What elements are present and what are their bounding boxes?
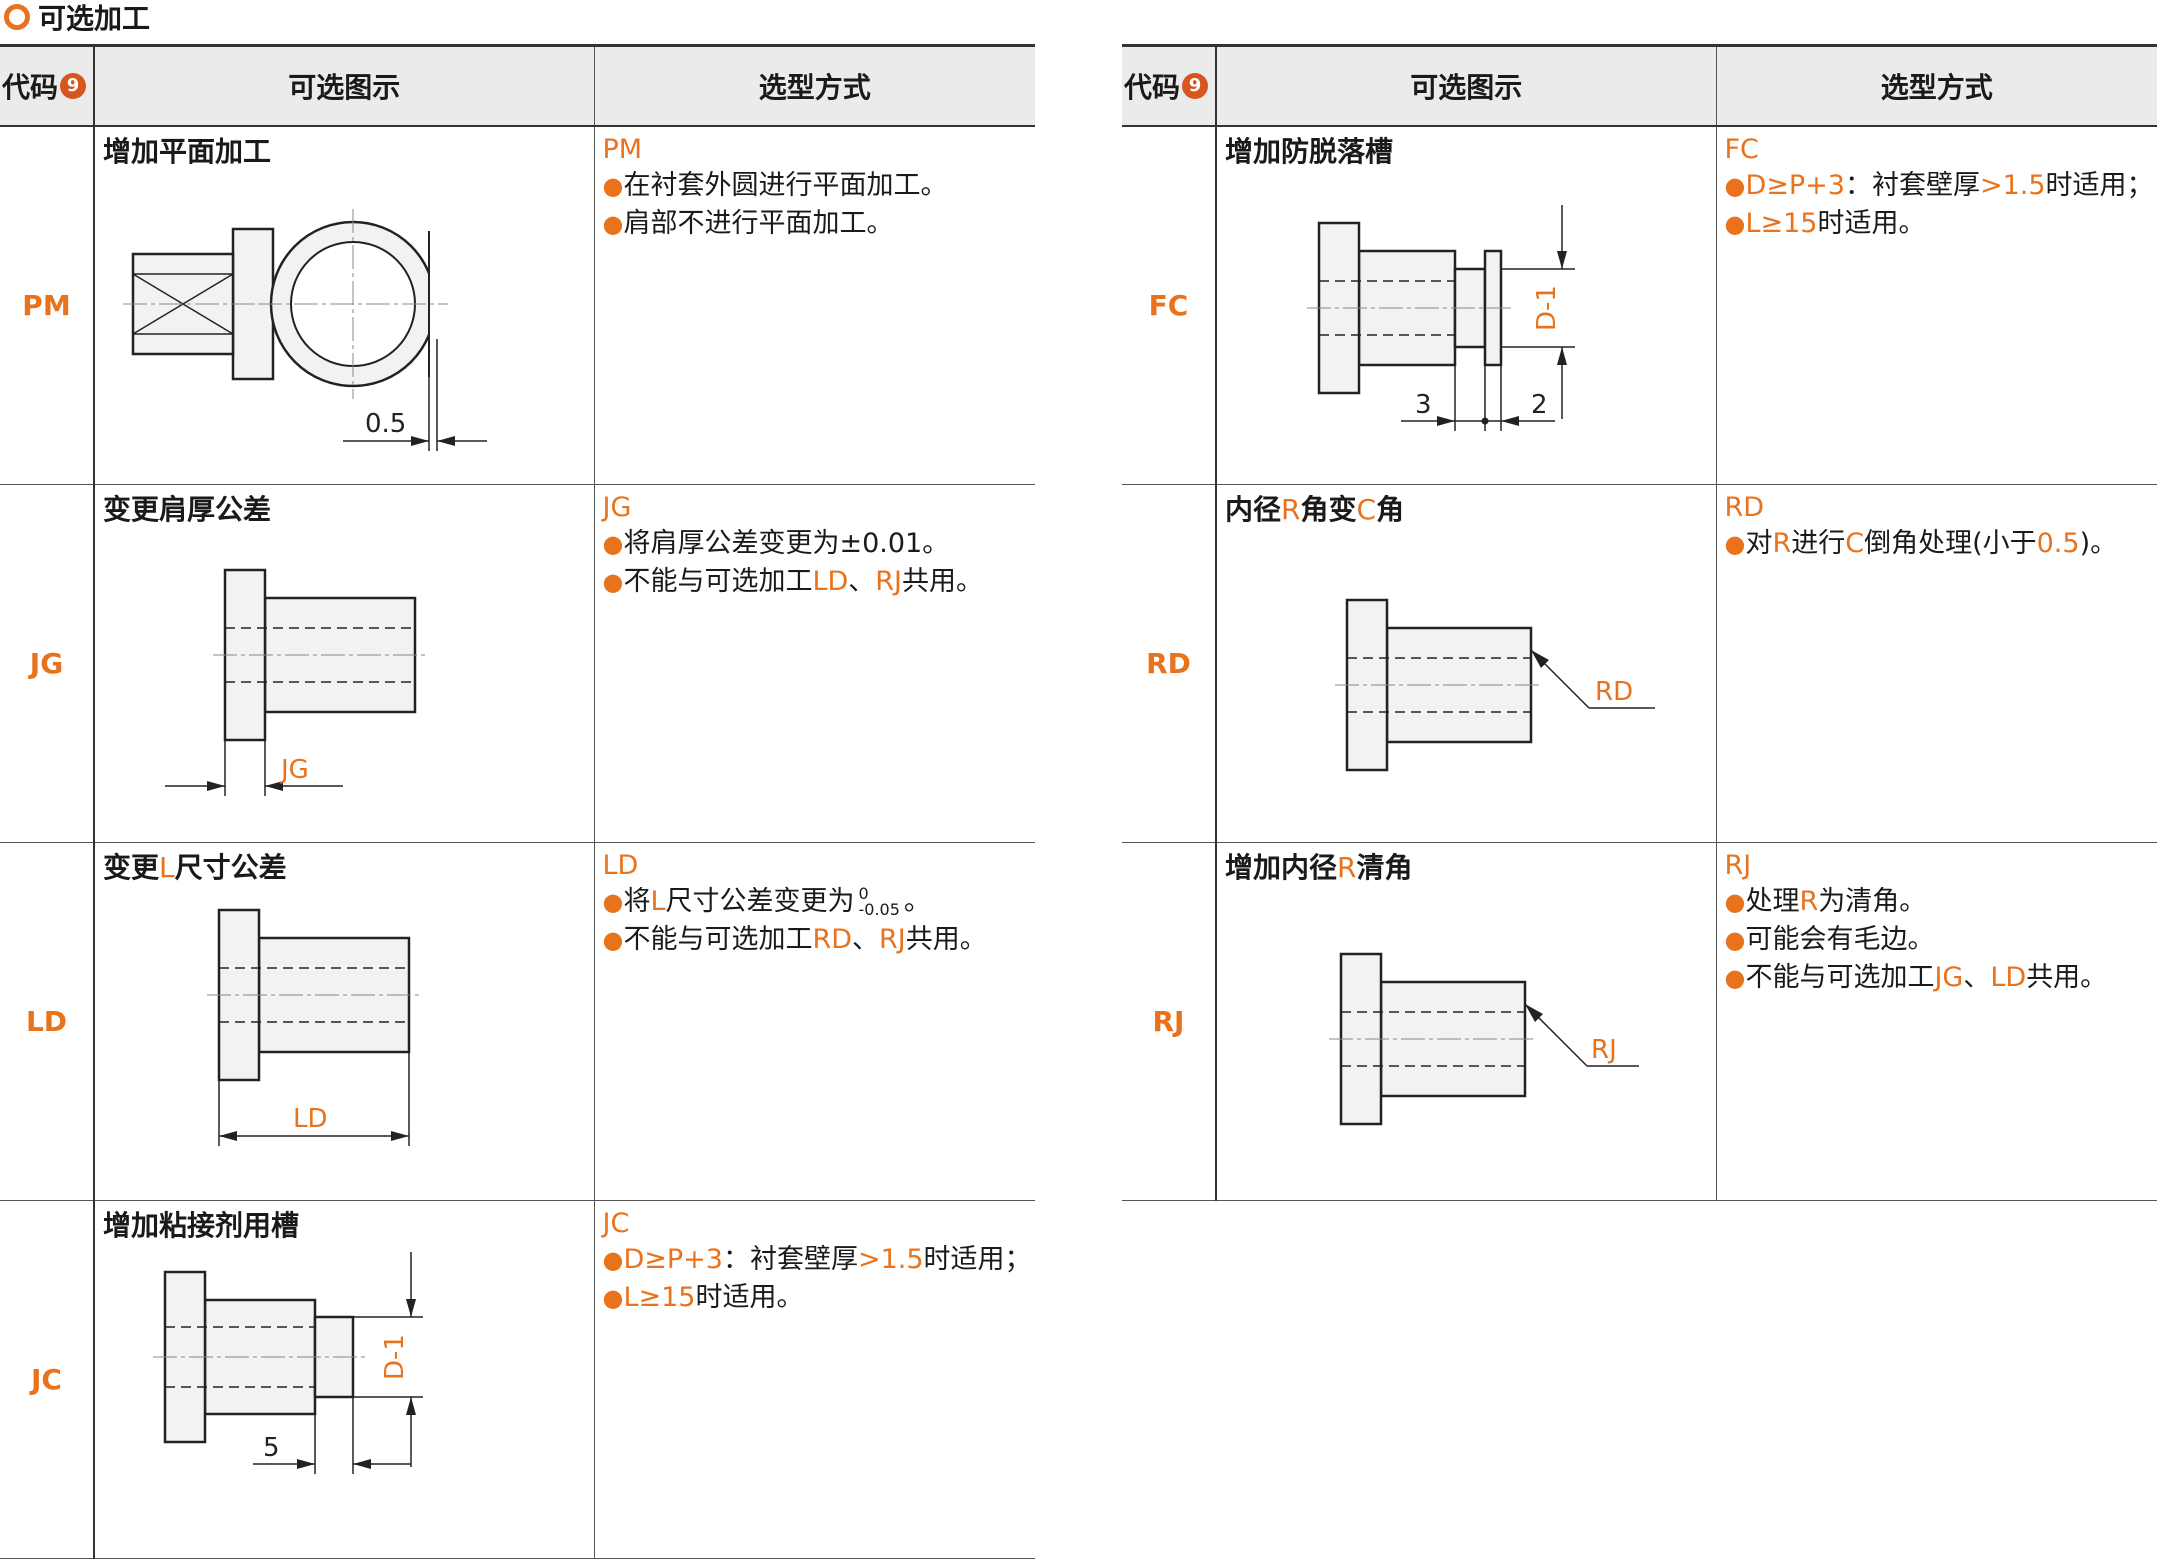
dim-label: JG bbox=[279, 755, 309, 785]
selection-code: JC bbox=[603, 1207, 1036, 1241]
pm-drawing: 0.5 bbox=[103, 169, 583, 459]
header-figure: 可选图示 bbox=[94, 46, 594, 127]
table-row: PM 增加平面加工 bbox=[0, 126, 1035, 484]
row-code: PM bbox=[0, 126, 94, 484]
figure-cell: 变更L尺寸公差 LD bbox=[94, 842, 594, 1200]
selection-cell: JG ●将肩厚公差变更为±0.01。 ●不能与可选加工LD、RJ共用。 bbox=[594, 484, 1035, 842]
selection-cell: PM ●在衬套外圆进行平面加工。 ●肩部不进行平面加工。 bbox=[594, 126, 1035, 484]
option-name: 内径R角变C角 bbox=[1217, 485, 1716, 527]
selection-cell: RJ ●处理R为清角。 ●可能会有毛边。 ●不能与可选加工JG、LD共用。 bbox=[1716, 842, 2157, 1200]
tolerance-value: 0-0.05 bbox=[859, 886, 900, 918]
table-row: LD 变更L尺寸公差 LD LD bbox=[0, 842, 1035, 1200]
option-name: 增加平面加工 bbox=[95, 127, 594, 169]
row-code: RD bbox=[1122, 484, 1216, 842]
selection-cell: JC ●D≥P+3：衬套壁厚>1.5时适用； ●L≥15时适用。 bbox=[594, 1200, 1035, 1558]
dim-label: 0.5 bbox=[365, 409, 406, 439]
dim-label: LD bbox=[293, 1104, 328, 1134]
option-name: 增加内径R清角 bbox=[1217, 843, 1716, 885]
figure-cell: 增加平面加工 bbox=[94, 126, 594, 484]
option-name: 变更L尺寸公差 bbox=[95, 843, 594, 885]
dim-label: 5 bbox=[263, 1433, 280, 1463]
table-row: RD 内径R角变C角 RD RD ●对R进行C倒角处理(小 bbox=[1122, 484, 2157, 842]
row-code: RJ bbox=[1122, 842, 1216, 1200]
dim-label: 2 bbox=[1531, 390, 1548, 420]
number-badge: 9 bbox=[1182, 73, 1208, 99]
number-badge: 9 bbox=[60, 73, 86, 99]
selection-code: LD bbox=[603, 849, 1036, 883]
selection-code: RJ bbox=[1725, 849, 2157, 883]
row-code: LD bbox=[0, 842, 94, 1200]
dim-label: RD bbox=[1595, 677, 1633, 707]
table-row: RJ 增加内径R清角 RJ RJ ●处理R为清角。 bbox=[1122, 842, 2157, 1200]
selection-code: RD bbox=[1725, 491, 2157, 525]
figure-cell: 增加防脱落槽 D-1 bbox=[1216, 126, 1716, 484]
fc-drawing: D-1 3 2 bbox=[1225, 169, 1705, 459]
ld-drawing: LD bbox=[103, 884, 583, 1174]
selection-cell: RD ●对R进行C倒角处理(小于0.5)。 bbox=[1716, 484, 2157, 842]
selection-code: PM bbox=[603, 133, 1036, 167]
dim-label: RJ bbox=[1591, 1035, 1617, 1065]
figure-cell: 变更肩厚公差 JG bbox=[94, 484, 594, 842]
dim-label: D-1 bbox=[380, 1334, 410, 1380]
jc-drawing: D-1 5 bbox=[103, 1242, 583, 1532]
dim-label: 3 bbox=[1415, 390, 1432, 420]
circle-icon bbox=[4, 4, 30, 30]
rj-drawing: RJ bbox=[1225, 884, 1705, 1174]
row-code: JG bbox=[0, 484, 94, 842]
jg-drawing: JG bbox=[103, 526, 583, 816]
option-name: 变更肩厚公差 bbox=[95, 485, 594, 527]
row-code: FC bbox=[1122, 126, 1216, 484]
option-name: 增加粘接剂用槽 bbox=[95, 1201, 594, 1243]
header-selection: 选型方式 bbox=[1716, 46, 2157, 127]
figure-cell: 增加粘接剂用槽 D-1 bbox=[94, 1200, 594, 1558]
selection-cell: FC ●D≥P+3：衬套壁厚>1.5时适用； ●L≥15时适用。 bbox=[1716, 126, 2157, 484]
row-code: JC bbox=[0, 1200, 94, 1558]
selection-code: FC bbox=[1725, 133, 2157, 167]
selection-code: JG bbox=[603, 491, 1036, 525]
header-selection: 选型方式 bbox=[594, 46, 1035, 127]
table-row: JC 增加粘接剂用槽 D-1 bbox=[0, 1200, 1035, 1558]
dim-label: D-1 bbox=[1532, 285, 1562, 331]
option-name: 增加防脱落槽 bbox=[1217, 127, 1716, 169]
rd-drawing: RD bbox=[1225, 526, 1705, 816]
header-figure: 可选图示 bbox=[1216, 46, 1716, 127]
table-row: JG 变更肩厚公差 JG bbox=[0, 484, 1035, 842]
section-title: 可选加工 bbox=[4, 0, 150, 34]
table-row: FC 增加防脱落槽 D-1 bbox=[1122, 126, 2157, 484]
figure-cell: 内径R角变C角 RD bbox=[1216, 484, 1716, 842]
figure-cell: 增加内径R清角 RJ bbox=[1216, 842, 1716, 1200]
